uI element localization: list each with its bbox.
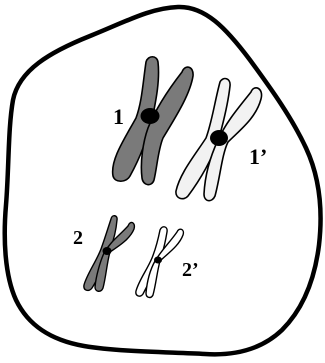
chromosome-2-prime-centromere: [154, 257, 162, 264]
chromosome-1-label: 1: [113, 104, 124, 129]
chromosome-2-label: 2: [73, 227, 83, 249]
chromosome-2-prime-label: 2’: [182, 259, 199, 281]
chromosome-1-prime-centromere: [210, 130, 228, 146]
chromosome-1-prime-label: 1’: [249, 144, 267, 169]
chromosome-2-centromere: [103, 247, 112, 255]
chromosome-1-centromere: [141, 108, 160, 124]
cell-outline: [5, 7, 321, 354]
